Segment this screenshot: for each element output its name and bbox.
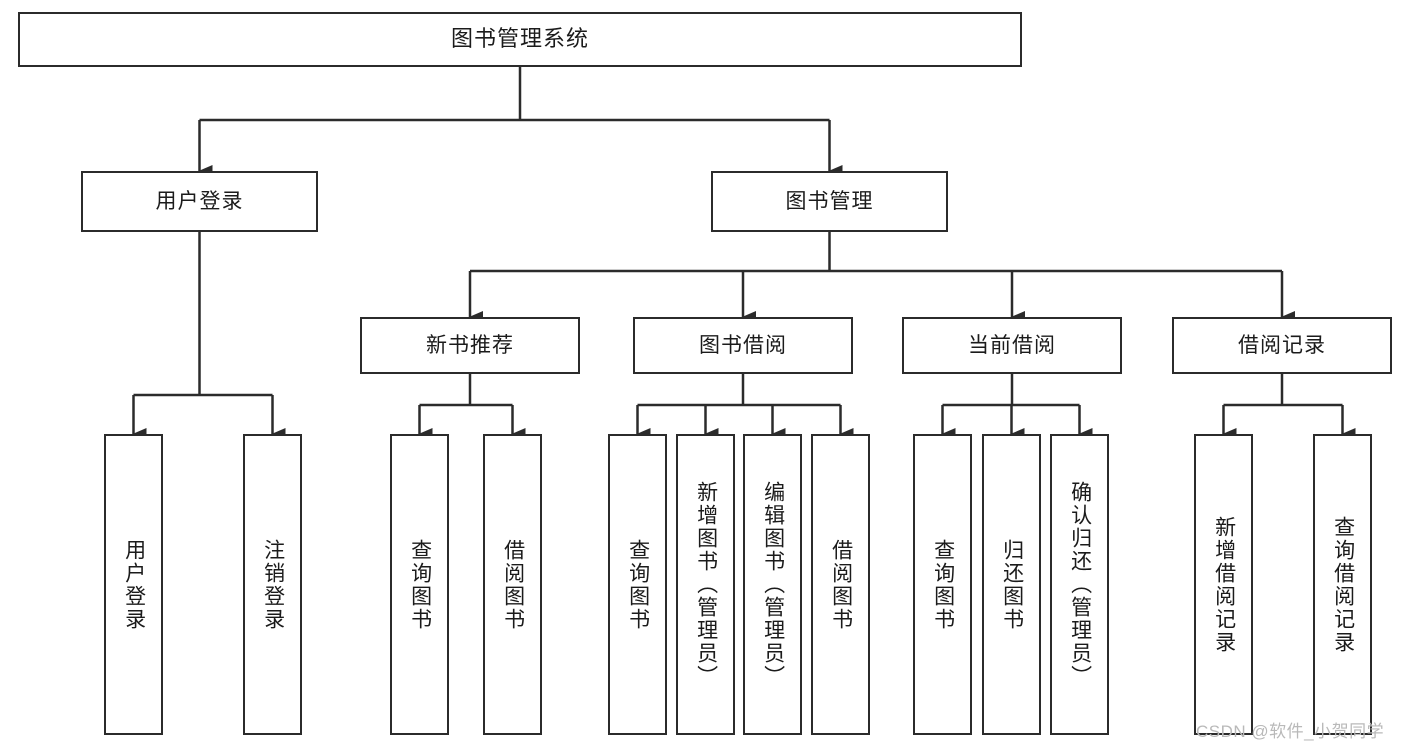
node-leaf-rec-2[interactable]: 查询借阅记录: [1313, 434, 1372, 735]
node-label: 归还图书: [1000, 538, 1024, 631]
node-leaf-borrow-4[interactable]: 借阅图书: [811, 434, 870, 735]
node-newbook[interactable]: 新书推荐: [360, 317, 580, 374]
node-leaf-borrow-2[interactable]: 新增图书（管理员）: [676, 434, 735, 735]
node-current[interactable]: 当前借阅: [902, 317, 1122, 374]
node-login[interactable]: 用户登录: [81, 171, 318, 232]
node-label: 借阅图书: [829, 538, 853, 631]
node-root[interactable]: 图书管理系统: [18, 12, 1022, 67]
node-label: 查询图书: [408, 538, 432, 631]
node-leaf-new-2[interactable]: 借阅图书: [483, 434, 542, 735]
node-leaf-login-2[interactable]: 注销登录: [243, 434, 302, 735]
node-label: 借阅记录: [1238, 333, 1326, 357]
node-label: 图书借阅: [699, 333, 787, 357]
node-label: 当前借阅: [968, 333, 1056, 357]
node-label: 用户登录: [155, 189, 244, 213]
node-label: 查询图书: [931, 538, 955, 631]
node-leaf-cur-1[interactable]: 查询图书: [913, 434, 972, 735]
node-label: 借阅图书: [501, 538, 525, 631]
node-label: 查询图书: [626, 538, 650, 631]
node-label: 注销登录: [261, 538, 285, 631]
node-leaf-cur-3[interactable]: 确认归还（管理员）: [1050, 434, 1109, 735]
node-leaf-rec-1[interactable]: 新增借阅记录: [1194, 434, 1253, 735]
node-leaf-borrow-3[interactable]: 编辑图书（管理员）: [743, 434, 802, 735]
node-label: 确认归还（管理员）: [1068, 481, 1092, 688]
node-label: 新增借阅记录: [1212, 515, 1236, 654]
node-leaf-new-1[interactable]: 查询图书: [390, 434, 449, 735]
node-label: 新书推荐: [426, 333, 514, 357]
node-records[interactable]: 借阅记录: [1172, 317, 1392, 374]
node-label: 编辑图书（管理员）: [761, 481, 785, 688]
node-label: 用户登录: [122, 538, 146, 631]
node-label: 新增图书（管理员）: [694, 481, 718, 688]
node-label: 查询借阅记录: [1331, 515, 1355, 654]
node-borrow[interactable]: 图书借阅: [633, 317, 853, 374]
node-leaf-cur-2[interactable]: 归还图书: [982, 434, 1041, 735]
node-leaf-borrow-1[interactable]: 查询图书: [608, 434, 667, 735]
node-leaf-login-1[interactable]: 用户登录: [104, 434, 163, 735]
watermark: CSDN @软件_小贺同学: [1196, 722, 1385, 741]
node-bookmgmt[interactable]: 图书管理: [711, 171, 948, 232]
node-label: 图书管理: [785, 189, 874, 213]
node-label: 图书管理系统: [450, 26, 589, 52]
